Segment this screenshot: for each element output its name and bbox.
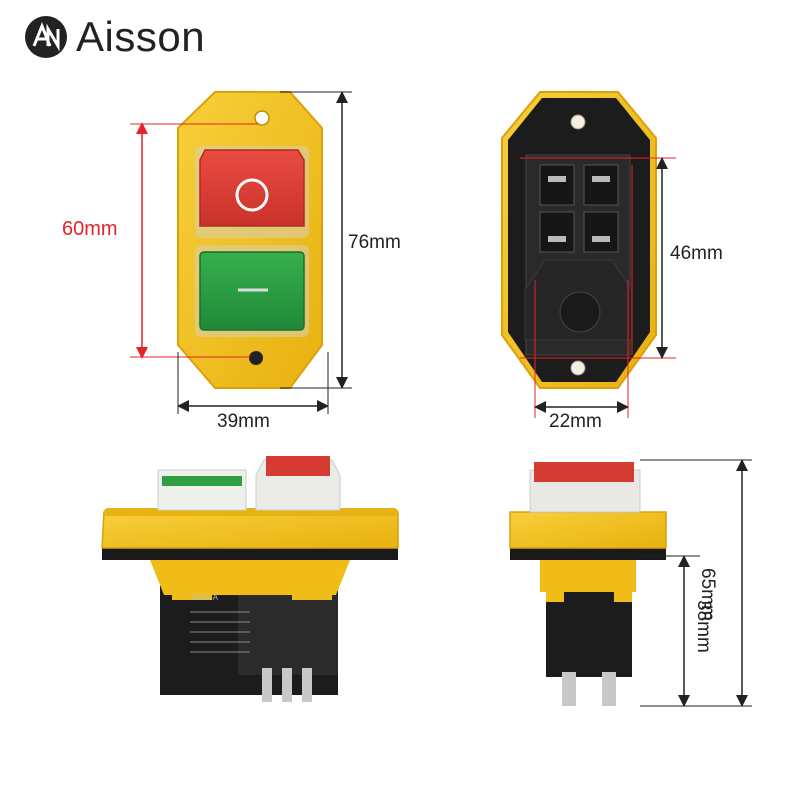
dim-back-terminal-width: 22mm bbox=[549, 411, 602, 432]
dim-front-height-outer: 76mm bbox=[348, 232, 401, 253]
brand-header: Aisson bbox=[22, 10, 205, 64]
brand-name: Aisson bbox=[76, 13, 206, 60]
front-dimension-lines bbox=[130, 91, 352, 414]
side-view-switch bbox=[101, 456, 399, 702]
model-label: YH02-A bbox=[190, 593, 219, 602]
profile-dimension-lines bbox=[636, 459, 752, 707]
dim-side-height-body: 38mm bbox=[693, 600, 714, 653]
brand-logo-icon bbox=[25, 16, 67, 58]
profile-view-switch bbox=[509, 462, 667, 706]
product-label-panel: YH02-A bbox=[190, 593, 250, 653]
dim-front-height-inner: 60mm bbox=[62, 218, 118, 240]
front-view-switch bbox=[177, 91, 323, 389]
back-view-switch bbox=[501, 91, 657, 389]
dim-back-terminal-height: 46mm bbox=[670, 243, 723, 264]
dim-front-width: 39mm bbox=[217, 411, 270, 432]
back-dimension-lines bbox=[520, 157, 676, 418]
